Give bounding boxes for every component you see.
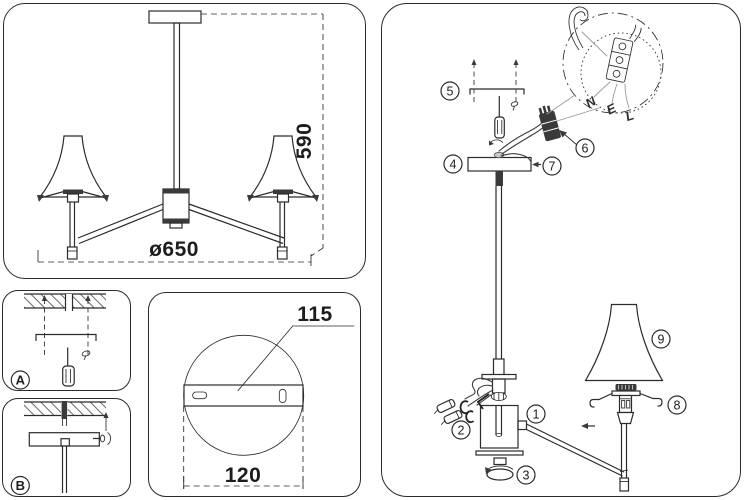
svg-text:1: 1 bbox=[533, 407, 540, 421]
canopy-plate bbox=[467, 139, 532, 361]
lamp-shade bbox=[584, 303, 664, 382]
lock-rings bbox=[459, 400, 475, 424]
svg-text:3: 3 bbox=[523, 468, 530, 482]
canopy-disc bbox=[183, 334, 305, 456]
canopy-plate bbox=[148, 10, 202, 190]
panel-assembly: N E L bbox=[381, 3, 741, 497]
step-a-drawing: A bbox=[10, 293, 106, 390]
wiring-detail-bubble: N E L bbox=[546, 12, 664, 124]
leader-line-115 bbox=[237, 325, 355, 392]
step-b-badge: B bbox=[10, 475, 30, 496]
svg-text:2: 2 bbox=[458, 423, 465, 437]
callout-3-badge: 3 bbox=[516, 465, 536, 485]
terminal-block bbox=[538, 105, 561, 142]
hub-assembly bbox=[475, 358, 528, 481]
callout-6-arrow bbox=[559, 130, 578, 146]
diameter-dimension-label: ø650 bbox=[149, 238, 199, 261]
callout-1-arrow bbox=[581, 423, 595, 429]
lamp-arm bbox=[526, 423, 625, 477]
ceiling-hook bbox=[568, 6, 608, 57]
screwdriver bbox=[494, 96, 505, 139]
up-arrow bbox=[103, 412, 109, 431]
screw bbox=[81, 350, 91, 361]
lamp-arms bbox=[77, 203, 285, 245]
wire-connector-1 bbox=[433, 399, 456, 415]
callout-7-badge: 7 bbox=[542, 156, 562, 176]
callout-5-badge: 5 bbox=[440, 81, 460, 101]
callout-2-badge: 2 bbox=[451, 420, 471, 440]
assembly-drawing: N E L bbox=[433, 6, 687, 492]
step-a-badge: A bbox=[10, 370, 30, 390]
panel-step-a: A bbox=[2, 290, 131, 391]
side-screw bbox=[93, 432, 111, 445]
screw-guide-lines bbox=[41, 295, 91, 358]
screw-guide-lines bbox=[471, 59, 519, 102]
central-hub bbox=[162, 188, 190, 229]
lamp-socket bbox=[616, 394, 635, 492]
step-a-label: A bbox=[16, 373, 26, 388]
overview-drawing: ø650 590 bbox=[37, 10, 324, 266]
callout-7-arrow bbox=[532, 161, 541, 168]
svg-text:4: 4 bbox=[450, 157, 457, 171]
ceiling bbox=[24, 401, 106, 426]
svg-text:8: 8 bbox=[674, 398, 681, 412]
wire-label-l: L bbox=[624, 107, 636, 124]
wire-label-e: E bbox=[604, 100, 618, 117]
panel-plate-dimensions: 115 120 bbox=[148, 292, 361, 497]
panel-overview: ø650 590 bbox=[3, 3, 366, 279]
wire-connector-2 bbox=[440, 410, 463, 426]
step-b-drawing: B bbox=[10, 401, 111, 496]
callout-4-badge: 4 bbox=[443, 154, 463, 174]
dimension-lines bbox=[183, 406, 304, 489]
shade-ring bbox=[615, 384, 637, 391]
slot-dimension-label: 115 bbox=[297, 303, 332, 326]
plate-drawing: 115 120 bbox=[183, 303, 355, 489]
callout-8-badge: 8 bbox=[667, 395, 687, 415]
plate-dimension-label: 120 bbox=[225, 464, 262, 487]
mounting-bracket bbox=[35, 333, 97, 341]
callout-6-badge: 6 bbox=[575, 138, 595, 158]
height-dimension-label: 590 bbox=[293, 123, 316, 160]
canopy-plate bbox=[28, 432, 100, 493]
screwdriver bbox=[62, 347, 75, 387]
dimension-lines bbox=[37, 13, 324, 266]
step-b-label: B bbox=[16, 478, 25, 493]
panel-step-b: B bbox=[2, 398, 131, 497]
bubble-terminal-block bbox=[605, 24, 642, 83]
svg-text:7: 7 bbox=[549, 159, 556, 173]
left-lamp bbox=[37, 135, 109, 260]
right-lamp bbox=[247, 135, 319, 260]
ceiling bbox=[24, 293, 106, 311]
callout-9-badge: 9 bbox=[651, 329, 671, 349]
svg-text:9: 9 bbox=[658, 332, 665, 346]
svg-text:6: 6 bbox=[582, 141, 589, 155]
mains-wires bbox=[498, 118, 549, 163]
hub-wires bbox=[464, 377, 494, 410]
mounting-bracket bbox=[469, 88, 525, 95]
screw bbox=[510, 101, 519, 111]
svg-text:5: 5 bbox=[447, 84, 454, 98]
callout-1-badge: 1 bbox=[526, 404, 546, 424]
